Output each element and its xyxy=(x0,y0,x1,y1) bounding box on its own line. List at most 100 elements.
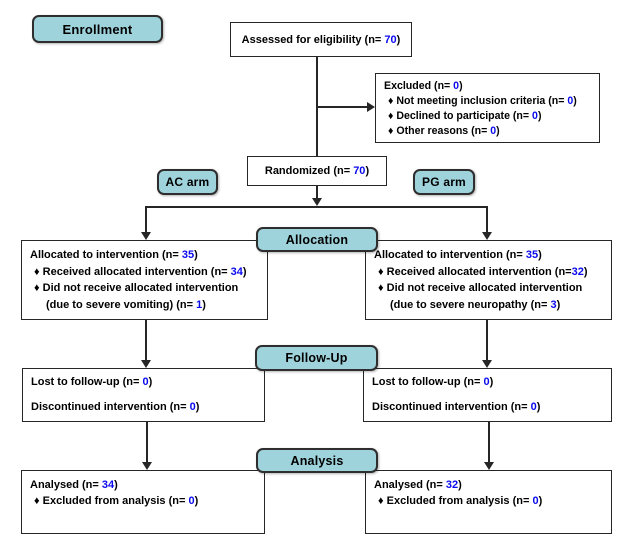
text-segment: Lost to follow-up (n= xyxy=(372,376,484,388)
text-line: ♦ Declined to participate (n= 0) xyxy=(384,109,591,124)
count-value: 70 xyxy=(384,33,397,46)
text-line: ♦ Did not receive allocated intervention xyxy=(374,280,603,297)
text-line: Randomized (n= 70) xyxy=(265,165,369,177)
count-value: 3 xyxy=(550,298,557,311)
text-segment: ♦ Received allocated intervention (n= xyxy=(378,265,572,278)
count-value: 0 xyxy=(142,376,149,388)
text-line: Discontinued intervention (n= 0) xyxy=(31,401,256,413)
allocation-right-box: Allocated to intervention (n= 35)♦ Recei… xyxy=(365,240,612,320)
connector-split-to-alloc-left xyxy=(145,206,147,233)
connector-alloc-to-followup-left xyxy=(145,320,147,361)
text-segment: ) xyxy=(538,495,543,507)
text-line: ♦ Excluded from analysis (n= 0) xyxy=(374,493,603,509)
analysis-left-box: Analysed (n= 34)♦ Excluded from analysis… xyxy=(21,470,265,534)
text-line: Analysed (n= 32) xyxy=(374,477,603,493)
text-segment: ) xyxy=(194,495,199,507)
arrowhead-followup-left-icon xyxy=(141,360,151,368)
text-line: ♦ Not meeting inclusion criteria (n= 0) xyxy=(384,94,591,109)
text-segment: ) xyxy=(496,125,500,137)
text-line: Lost to follow-up (n= 0) xyxy=(31,376,256,388)
count-value: 0 xyxy=(530,401,537,413)
text-line: (due to severe neuropathy (n= 3) xyxy=(374,297,603,314)
text-line: (due to severe vomiting) (n= 1) xyxy=(30,297,259,314)
text-line: ♦ Other reasons (n= 0) xyxy=(384,124,591,139)
count-value: 32 xyxy=(571,265,584,278)
followup-right-box: Lost to follow-up (n= 0)Discontinued int… xyxy=(363,368,612,422)
text-segment: ) xyxy=(194,249,198,261)
count-value: 0 xyxy=(483,376,490,388)
count-value: 1 xyxy=(196,298,203,311)
randomized-box: Randomized (n= 70) xyxy=(247,156,387,186)
followup-left-box: Lost to follow-up (n= 0)Discontinued int… xyxy=(22,368,265,422)
text-segment: ) xyxy=(489,376,494,388)
text-line: ♦ Received allocated intervention (n= 34… xyxy=(30,264,259,281)
text-segment: ) xyxy=(583,265,588,278)
count-value: 0 xyxy=(532,110,538,122)
text-segment: Analysed (n= xyxy=(30,479,102,491)
text-segment: ) xyxy=(536,401,541,413)
count-value: 70 xyxy=(353,165,366,177)
text-segment: ♦ Did not receive allocated intervention xyxy=(378,282,583,294)
text-segment: Excluded (n= xyxy=(384,80,454,92)
ac-arm-badge: AC arm xyxy=(157,169,218,195)
text-line: ♦ Excluded from analysis (n= 0) xyxy=(30,493,256,509)
text-segment: ♦ Declined to participate (n= xyxy=(388,110,533,122)
text-segment: ) xyxy=(573,95,577,107)
analysis-right-box: Analysed (n= 32)♦ Excluded from analysis… xyxy=(365,470,612,534)
text-segment: ♦ Excluded from analysis (n= xyxy=(34,495,189,507)
text-segment: ) xyxy=(202,298,206,311)
text-line: Lost to follow-up (n= 0) xyxy=(372,376,603,388)
text-segment: ) xyxy=(458,479,462,491)
text-segment: (due to severe neuropathy (n= xyxy=(390,298,551,311)
count-value: 0 xyxy=(188,495,195,507)
text-line: Analysed (n= 34) xyxy=(30,477,256,493)
arrowhead-excluded-icon xyxy=(367,102,375,112)
connector-followup-to-analysis-right xyxy=(488,422,490,463)
allocation-stage-banner: Allocation xyxy=(256,227,378,252)
text-segment: Allocated to intervention (n= xyxy=(374,249,526,261)
text-segment: Lost to follow-up (n= xyxy=(31,376,143,388)
text-line: ♦ Received allocated intervention (n=32) xyxy=(374,264,603,281)
text-segment: ♦ Did not receive allocated intervention xyxy=(34,282,239,294)
text-segment: Discontinued intervention (n= xyxy=(31,401,190,413)
arrowhead-analysis-left-icon xyxy=(142,462,152,470)
connector-randomized-to-split xyxy=(316,186,318,199)
excluded-box: Excluded (n= 0)♦ Not meeting inclusion c… xyxy=(375,73,600,143)
text-line: Allocated to intervention (n= 35) xyxy=(30,247,259,264)
arrowhead-followup-right-icon xyxy=(482,360,492,368)
text-segment: ) xyxy=(365,165,370,177)
arrowhead-alloc-left-icon xyxy=(141,232,151,240)
text-segment: Randomized (n= xyxy=(264,165,354,177)
assessed-eligibility-box: Assessed for eligibility (n= 70) xyxy=(230,22,412,57)
connector-alloc-to-followup-right xyxy=(486,320,488,361)
arrowhead-split-icon xyxy=(312,198,322,206)
count-value: 34 xyxy=(230,265,243,278)
split-line xyxy=(145,206,488,208)
count-value: 34 xyxy=(101,479,115,491)
text-segment: ) xyxy=(538,249,542,261)
text-segment: ) xyxy=(242,265,247,278)
text-segment: ) xyxy=(148,376,153,388)
connector-split-to-alloc-right xyxy=(486,206,488,233)
text-segment: ) xyxy=(396,33,401,46)
analysis-stage-banner: Analysis xyxy=(256,448,378,473)
connector-to-excluded xyxy=(317,106,368,108)
text-segment: ♦ Received allocated intervention (n= xyxy=(34,265,231,278)
allocation-left-box: Allocated to intervention (n= 35)♦ Recei… xyxy=(21,240,268,320)
text-segment: ) xyxy=(195,401,200,413)
count-value: 0 xyxy=(453,80,460,92)
arrowhead-alloc-right-icon xyxy=(482,232,492,240)
count-value: 0 xyxy=(189,401,196,413)
text-segment: ) xyxy=(459,80,463,92)
connector-followup-to-analysis-left xyxy=(146,422,148,463)
count-value: 35 xyxy=(525,249,539,261)
text-segment: ♦ Excluded from analysis (n= xyxy=(378,495,533,507)
count-value: 32 xyxy=(445,479,459,491)
text-segment: ) xyxy=(556,298,561,311)
count-value: 0 xyxy=(567,95,574,107)
text-segment: Allocated to intervention (n= xyxy=(30,249,182,261)
text-line: Assessed for eligibility (n= 70) xyxy=(242,34,401,46)
text-line: Allocated to intervention (n= 35) xyxy=(374,247,603,264)
text-line: Discontinued intervention (n= 0) xyxy=(372,401,603,413)
